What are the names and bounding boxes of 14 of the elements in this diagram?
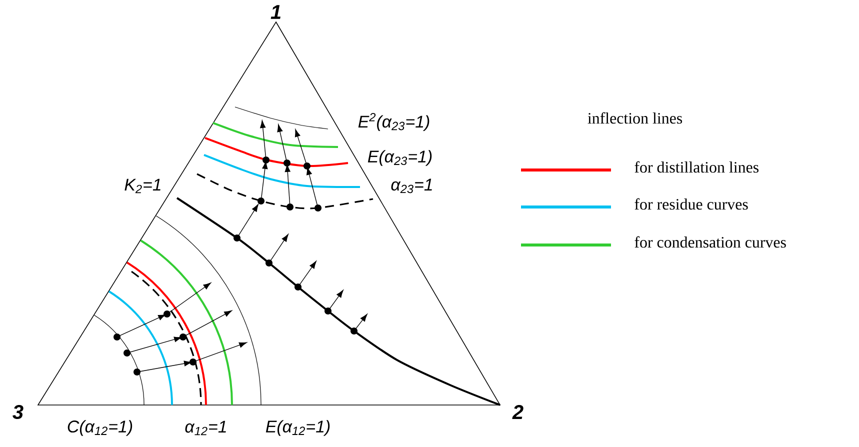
vertex-label: 2 [512,405,524,419]
curve-label: E(α$_{12}$=1) [266,420,330,436]
vertex-label: 3 [12,404,24,420]
curve-label: α$_{23}$=1 [391,178,432,194]
curve-label: K$_{2}$=1 [124,178,160,194]
legend-label: for condensation curves [634,236,786,248]
vertex-label: 1 [270,5,280,19]
legend-label: for distillation lines [634,161,758,173]
curve-label: E(α$_{23}$=1) [368,150,432,166]
legend-title: inflection lines [588,112,682,124]
legend-label: for residue curves [634,198,748,210]
curve-label: α$_{12}$=1 [185,420,226,436]
curve-label: E$^{2}$(α$_{23}$=1) [358,112,430,131]
curve-label: C(α$_{12}$=1) [68,420,132,436]
